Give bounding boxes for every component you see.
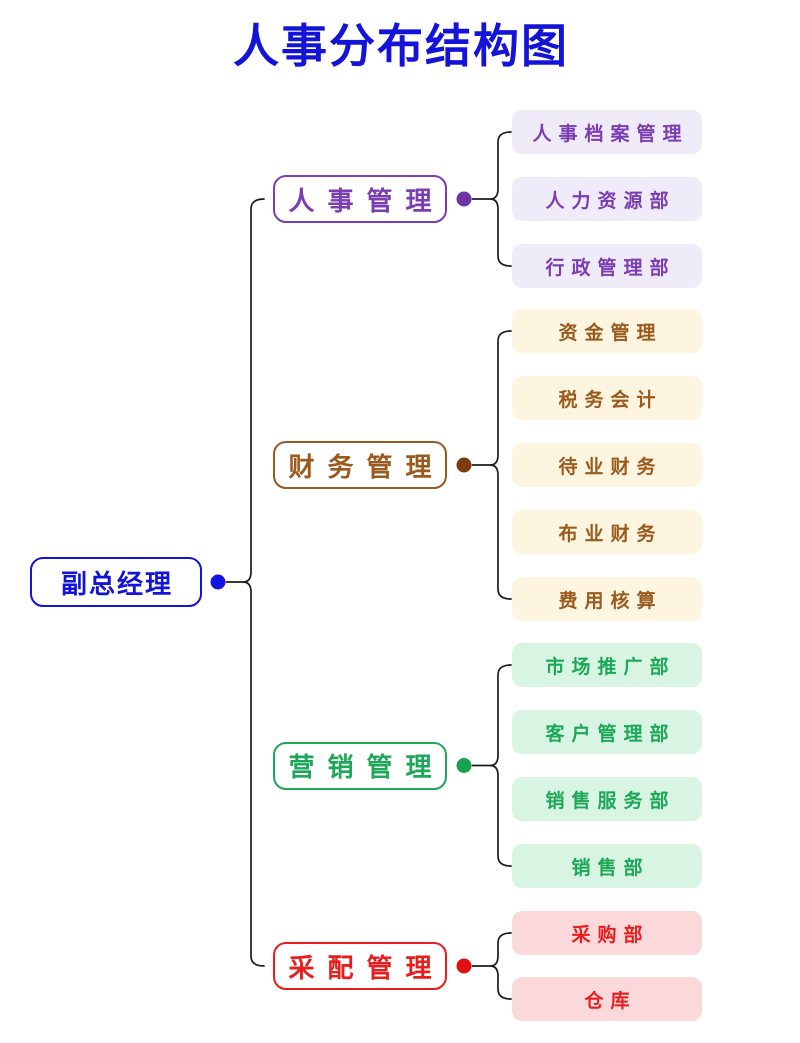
branch-collapse-dot[interactable] (456, 191, 472, 207)
department-node[interactable]: 客户管理部 (512, 710, 702, 754)
branch-collapse-dot[interactable] (456, 958, 472, 974)
page-title: 人事分布结构图 (0, 10, 800, 76)
branch-node-label: 营销管理 (288, 752, 445, 782)
department-node-label: 人事档案管理 (532, 123, 689, 145)
connector-path (489, 131, 512, 267)
department-node-label: 仓库 (584, 990, 637, 1012)
department-node-label: 税务会计 (558, 389, 663, 411)
page-title-text: 人事分布结构图 (233, 20, 569, 72)
department-node[interactable]: 销售服务部 (512, 777, 702, 821)
department-node[interactable]: 行政管理部 (512, 244, 702, 288)
department-node[interactable]: 费用核算 (512, 577, 702, 621)
root-node-deputy-general-manager[interactable]: 副总经理 (30, 557, 202, 607)
department-node-label: 布业财务 (558, 523, 663, 545)
department-node[interactable]: 资金管理 (512, 309, 702, 353)
department-node[interactable]: 待业财务 (512, 443, 702, 487)
connector-path (489, 664, 512, 867)
department-node[interactable]: 采购部 (512, 911, 702, 955)
department-node-label: 费用核算 (558, 590, 663, 612)
department-node-label: 采购部 (571, 924, 650, 946)
department-node-label: 销售部 (571, 857, 650, 879)
department-node-label: 市场推广部 (545, 656, 676, 678)
connector-path (489, 330, 512, 600)
branch-node-label: 人事管理 (288, 185, 445, 216)
branch-node-label: 采配管理 (288, 952, 445, 983)
root-node-label: 副总经理 (60, 568, 173, 599)
branch-node[interactable]: 财务管理 (273, 441, 447, 489)
department-node[interactable]: 人力资源部 (512, 177, 702, 221)
department-node[interactable]: 税务会计 (512, 376, 702, 420)
department-node[interactable]: 布业财务 (512, 510, 702, 554)
department-node[interactable]: 仓库 (512, 977, 702, 1021)
department-node-label: 客户管理部 (545, 723, 676, 745)
branch-collapse-dot[interactable] (456, 457, 472, 473)
department-node-label: 资金管理 (558, 322, 663, 344)
connector-path (489, 932, 512, 1000)
root-collapse-dot[interactable] (210, 574, 226, 590)
branch-node[interactable]: 人事管理 (273, 175, 447, 223)
department-node-label: 待业财务 (558, 456, 663, 478)
department-node-label: 行政管理部 (545, 257, 676, 279)
branch-collapse-dot[interactable] (456, 758, 472, 773)
department-node-label: 人力资源部 (545, 190, 676, 212)
branch-node[interactable]: 采配管理 (273, 942, 447, 990)
department-node[interactable]: 销售部 (512, 844, 702, 888)
department-node[interactable]: 市场推广部 (512, 643, 702, 687)
branch-node-label: 财务管理 (288, 451, 445, 482)
department-node[interactable]: 人事档案管理 (512, 110, 702, 154)
branch-node[interactable]: 营销管理 (273, 741, 447, 790)
connector-path (242, 198, 265, 967)
department-node-label: 销售服务部 (545, 790, 676, 812)
